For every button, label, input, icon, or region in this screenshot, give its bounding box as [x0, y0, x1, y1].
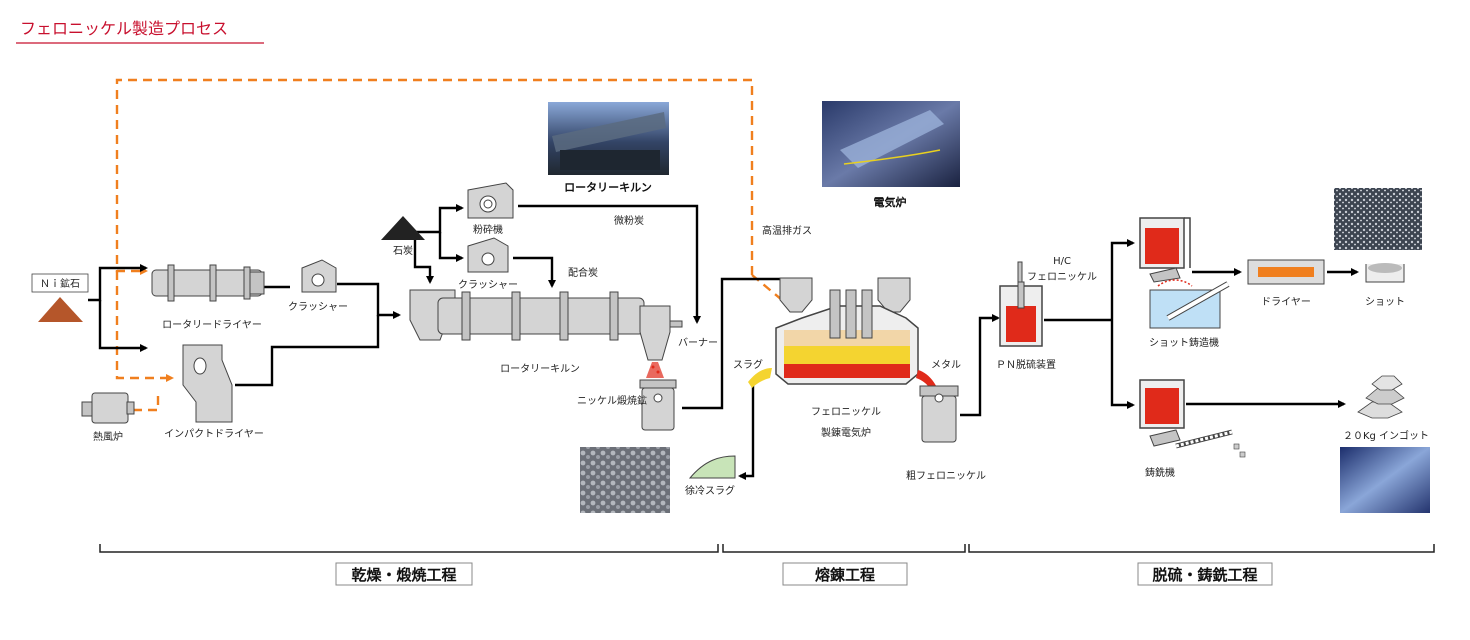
- shot-casting-label: ショット鋳造機: [1149, 336, 1219, 349]
- ingot-photo: [1340, 447, 1430, 513]
- crude-feni-label: 粗フェロニッケル: [906, 470, 986, 482]
- furnace-label-line2: 製錬電気炉: [821, 426, 871, 439]
- pig-casting-machine: 鋳銑機: [1139, 379, 1246, 479]
- shot-casting-machine: ショット鋳造機: [1139, 217, 1230, 349]
- ingot-product: ２０Kg インゴット: [1340, 375, 1430, 513]
- ni-ore-label: Ｎｉ鉱石: [40, 277, 80, 290]
- coal-source: 石炭: [381, 216, 425, 257]
- stage-brackets: [99, 544, 1435, 553]
- triangle-pile-icon: [38, 297, 83, 322]
- crusher-2-label: クラッシャー: [458, 279, 518, 291]
- dryer-label: ドライヤー: [1261, 296, 1311, 308]
- stage-desulfurization-casting: 脱硫・鋳銑工程: [1137, 562, 1273, 586]
- hc-label-line2: フェロニッケル: [1027, 271, 1097, 283]
- stage-drying-calcining: 乾燥・煅焼工程: [335, 562, 473, 586]
- stage-label-drying: 乾燥・煅焼工程: [351, 566, 456, 584]
- calcined-ore-label: ニッケル煅焼鉱: [577, 394, 647, 407]
- crusher-label: クラッシャー: [288, 301, 348, 313]
- pn-desulfurization-unit: H/C フェロニッケル ＰＮ脱硫装置: [996, 256, 1097, 371]
- fine-coal-label: 微粉炭: [614, 214, 644, 227]
- shot-pellets-photo: [1334, 188, 1422, 250]
- slow-cooled-slag-label: 徐冷スラグ: [685, 484, 735, 497]
- ni-ore-source: Ｎｉ鉱石: [31, 273, 89, 322]
- crude-feni-ladle: 粗フェロニッケル: [906, 385, 986, 482]
- rotary-dryer-label: ロータリードライヤー: [162, 319, 262, 331]
- stage-label-desulfurization: 脱硫・鋳銑工程: [1152, 566, 1257, 584]
- coal-label: 石炭: [393, 245, 413, 257]
- crusher: クラッシャー: [288, 259, 348, 313]
- stage-label-smelting: 熔錬工程: [815, 566, 875, 584]
- pn-unit-label: ＰＮ脱硫装置: [996, 358, 1056, 371]
- hot-air-furnace: 熱風炉: [81, 392, 135, 443]
- burner-label: バーナー: [678, 337, 718, 349]
- hot-exhaust-label: 高温排ガス: [762, 224, 812, 237]
- dryer: ドライヤー: [1247, 259, 1325, 308]
- page-title: フェロニッケル製造プロセス: [20, 19, 228, 38]
- shot-product: ショット: [1334, 188, 1422, 308]
- slow-cooled-slag: 徐冷スラグ: [685, 455, 736, 497]
- calcined-ore-container: ニッケル煅焼鉱: [577, 362, 677, 431]
- rotary-kiln-photo: ロータリーキルン: [548, 102, 669, 194]
- electric-furnace-photo: 電気炉: [822, 101, 960, 209]
- ingot-label: ２０Kg インゴット: [1343, 429, 1429, 442]
- metal-label: メタル: [931, 359, 961, 371]
- material-flow-lines: [88, 204, 1359, 480]
- rotary-kiln-photo-caption: ロータリーキルン: [564, 181, 652, 194]
- electric-smelting-furnace: スラグ メタル フェロニッケル 製錬電気炉: [733, 277, 961, 439]
- coal-pile-icon: [381, 216, 425, 240]
- blended-coal-label: 配合炭: [568, 266, 598, 279]
- slag-rocks-photo: [580, 447, 670, 513]
- shot-label: ショット: [1365, 297, 1405, 308]
- stage-smelting: 熔錬工程: [782, 562, 908, 586]
- rotary-kiln: ロータリーキルン バーナー: [409, 289, 718, 375]
- impact-dryer: インパクトドライヤー: [164, 344, 264, 440]
- hc-label-line1: H/C: [1053, 256, 1071, 267]
- crusher-2: クラッシャー: [458, 237, 518, 291]
- pulverizer: 粉砕機: [467, 182, 514, 236]
- impact-dryer-label: インパクトドライヤー: [164, 428, 264, 440]
- hot-air-furnace-label: 熱風炉: [93, 430, 123, 443]
- rotary-kiln-label: ロータリーキルン: [500, 363, 580, 375]
- rotary-dryer: ロータリードライヤー: [151, 264, 265, 331]
- pig-casting-label: 鋳銑機: [1145, 466, 1175, 479]
- slag-label: スラグ: [733, 358, 763, 371]
- electric-furnace-photo-caption: 電気炉: [874, 195, 907, 209]
- pulverizer-label: 粉砕機: [473, 223, 503, 236]
- furnace-label-line1: フェロニッケル: [811, 406, 881, 418]
